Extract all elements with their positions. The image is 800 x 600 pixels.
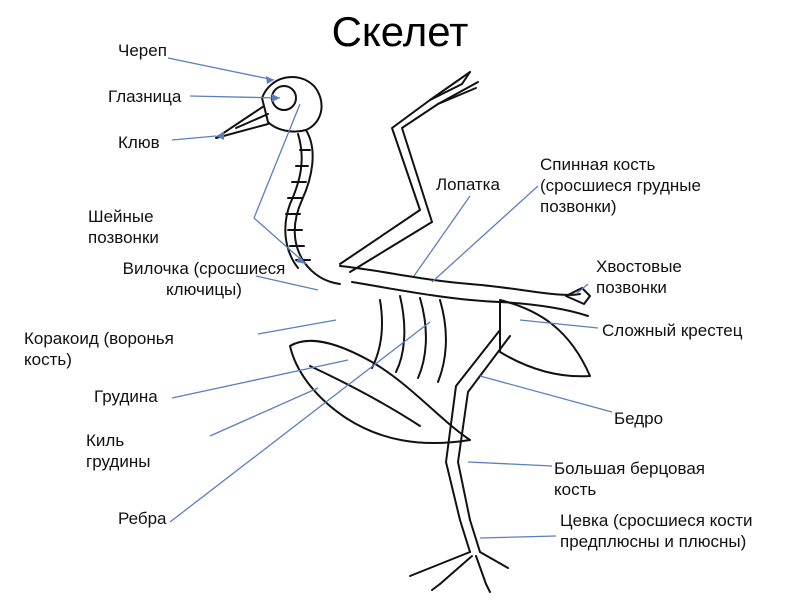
skull-shape	[261, 76, 323, 133]
beak-shape	[215, 105, 269, 139]
neck-shape	[293, 129, 341, 285]
ribcage-shape	[339, 265, 581, 296]
label-keel: Киль грудины	[86, 431, 151, 471]
label-dorsal-bone: Спинная кость (сросшиеся грудные позвонк…	[540, 155, 701, 216]
label-scapula: Лопатка	[436, 175, 500, 194]
page-title: Скелет	[331, 8, 469, 55]
pointer-neck-2	[253, 103, 301, 219]
pointer-skull	[167, 57, 275, 81]
pointer-neck	[253, 217, 307, 265]
pointer-ribs	[169, 321, 431, 523]
pointer-orbit	[189, 95, 281, 99]
label-tail-vertebrae: Хвостовые позвонки	[596, 257, 682, 297]
pointer-tarsus	[479, 535, 557, 539]
label-furcula: Вилочка (сросшиеся ключицы)	[122, 259, 286, 299]
pointer-tibia	[467, 461, 553, 467]
synsacrum-shape	[499, 299, 591, 378]
pointer-beak	[171, 135, 217, 141]
wing-shape	[339, 71, 471, 265]
pointer-femur	[479, 375, 613, 413]
label-synsacrum: Сложный крестец	[602, 321, 743, 340]
label-neck-vertebrae: Шейные позвонки	[88, 207, 159, 247]
pointer-tail	[575, 283, 589, 295]
leg-shape	[445, 329, 501, 553]
label-femur: Бедро	[614, 409, 664, 428]
pointer-sternum	[171, 359, 349, 399]
label-skull: Череп	[118, 41, 167, 60]
label-beak: Клюв	[118, 133, 160, 152]
label-coracoid: Коракоид (воронья кость)	[24, 329, 174, 369]
pointer-furcula	[255, 275, 319, 291]
label-tibia: Большая берцовая кость	[554, 459, 705, 499]
sternum-shape	[289, 339, 471, 445]
label-tarsus: Цевка (сросшиеся кости предплюсны и плюс…	[560, 511, 753, 551]
label-sternum: Грудина	[94, 387, 158, 406]
tail-shape	[565, 287, 591, 305]
pointer-dorsal	[431, 185, 539, 283]
pointer-coracoid	[257, 319, 337, 335]
label-ribs: Ребра	[118, 509, 167, 528]
pointer-synsacrum	[519, 319, 599, 329]
pointer-keel	[209, 387, 319, 437]
pointer-scapula	[413, 195, 471, 277]
label-orbit: Глазница	[108, 87, 182, 106]
